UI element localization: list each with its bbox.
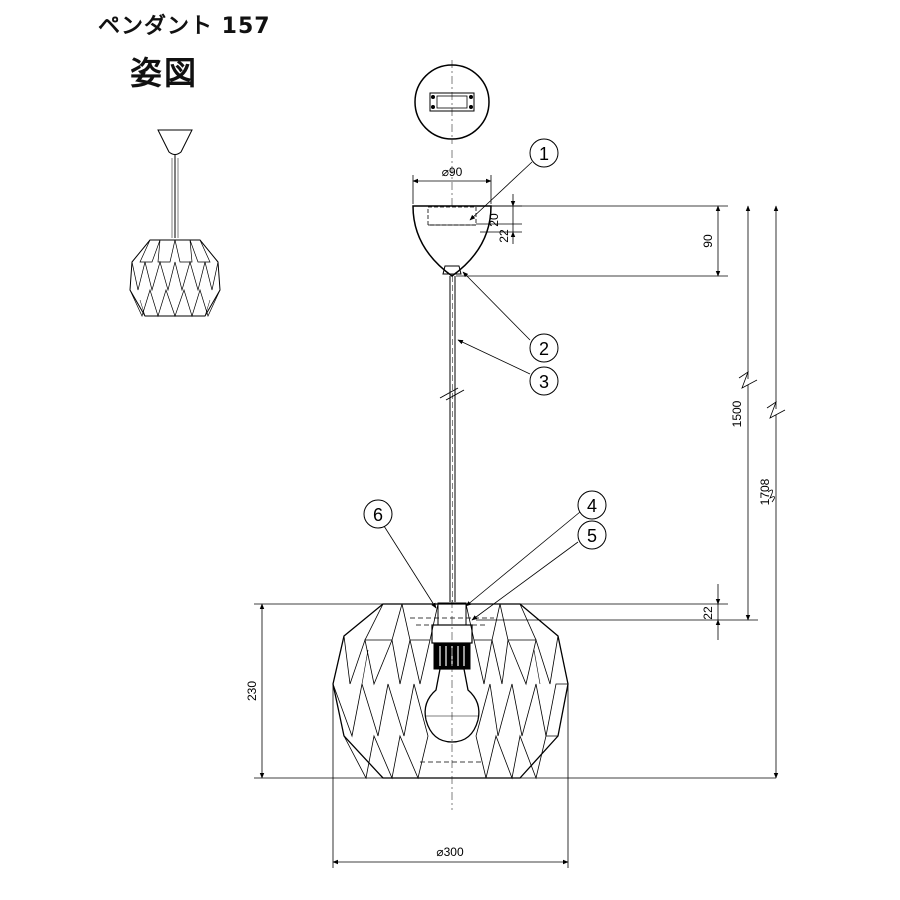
socket-and-bulb [424, 600, 480, 810]
pendant-cord [439, 276, 465, 602]
svg-text:1: 1 [539, 144, 549, 164]
dim-shade-top-offset: 22 [701, 606, 715, 620]
dim-canopy-height: 90 [701, 234, 715, 248]
svg-text:4: 4 [587, 496, 597, 516]
dim-canopy-upper-b: 22 [497, 229, 511, 243]
dim-cord-length: 1500 [730, 400, 744, 427]
drawing-title: ペンダント 157 [98, 14, 271, 39]
callout-4: 4 [577, 490, 607, 520]
dim-shade-height: 230 [245, 681, 259, 701]
canopy-top-view [414, 60, 490, 144]
dim-canopy-upper-a: 20 [487, 213, 501, 227]
dim-total-height: 1708 [758, 478, 772, 505]
dim-canopy-diameter: ⌀90 [442, 165, 463, 179]
callout-5: 5 [577, 520, 607, 550]
perspective-view [129, 129, 221, 318]
dim-shade-diameter: ⌀300 [436, 845, 464, 859]
callout-3: 3 [529, 366, 559, 396]
callout-6: 6 [363, 499, 393, 529]
perspective-canopy [157, 129, 193, 155]
svg-text:3: 3 [539, 372, 549, 392]
callout-2: 2 [529, 333, 559, 363]
drawing-subtitle: 姿図 [130, 54, 199, 92]
perspective-shade [129, 239, 221, 317]
svg-text:5: 5 [587, 526, 597, 546]
canopy-side-view [412, 150, 492, 277]
dimension-lines [254, 175, 786, 868]
callout-leaders [383, 161, 581, 621]
lamp-shade [332, 603, 569, 780]
dimension-labels: ⌀90 20 22 90 1500 1708 22 230 ⌀300 [245, 165, 772, 859]
svg-text:6: 6 [373, 505, 383, 525]
callout-1: 1 [529, 138, 559, 168]
svg-text:2: 2 [539, 339, 549, 359]
